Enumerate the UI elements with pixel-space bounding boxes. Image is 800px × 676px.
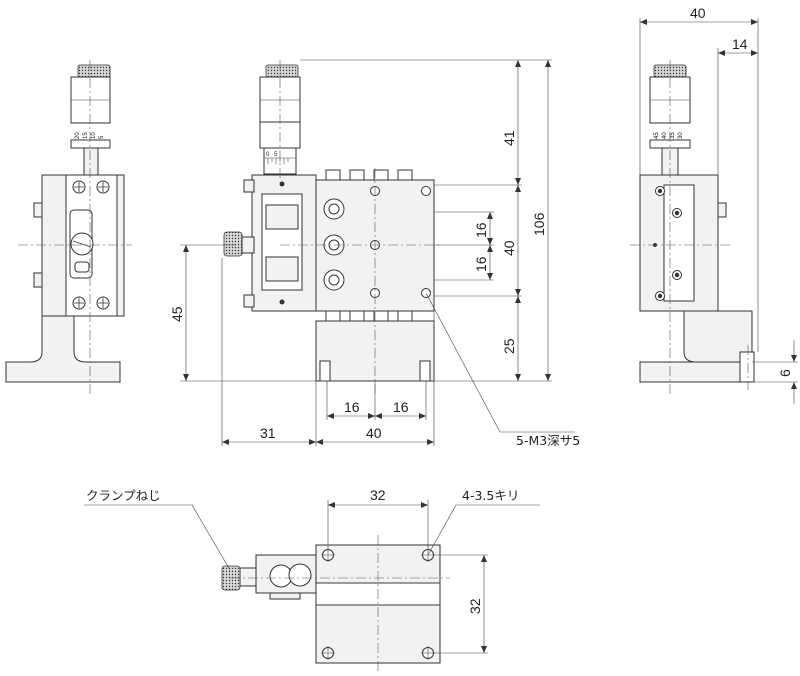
dim-micrometer-offset: 31 xyxy=(260,425,276,441)
front-view: 5 0 45 0 5 xyxy=(223,60,440,395)
dim-height-lower: 25 xyxy=(501,338,517,354)
scale-right-0: 45 xyxy=(654,132,660,139)
scale-left-0: 20 xyxy=(75,132,81,139)
dim-bottom-pitch-right: 16 xyxy=(393,399,409,415)
dim-side-offset: 14 xyxy=(732,36,748,52)
mount-holes-label: 4-3.5キリ xyxy=(462,488,519,503)
clamp-screw-label: クランプねじ xyxy=(86,488,161,503)
dim-hole-pitch-lower: 16 xyxy=(473,256,489,272)
scale-right-1: 40 xyxy=(662,132,668,139)
counterbore-holes xyxy=(323,198,345,291)
scale-left-3: 5 xyxy=(99,135,105,139)
tapped-holes-label: 5-M3深サ5 xyxy=(516,433,580,448)
left-screws xyxy=(72,180,110,310)
dim-side-width: 40 xyxy=(690,5,706,21)
micrometer-left: 20 15 10 5 xyxy=(70,64,111,176)
dim-top-pitch-x: 32 xyxy=(370,487,386,503)
dim-hole-pitch-upper: 16 xyxy=(473,222,489,238)
right-holes xyxy=(653,186,682,301)
left-side-view: 20 15 10 5 xyxy=(5,60,132,395)
dim-top-pitch-y: 32 xyxy=(467,598,483,614)
dim-bottom-pitch-left: 16 xyxy=(344,399,360,415)
dimension-lines xyxy=(84,18,798,654)
top-view xyxy=(221,535,450,672)
clamp-knob-front xyxy=(223,231,255,257)
dim-overall-height: 106 xyxy=(531,212,547,236)
dim-center-height: 45 xyxy=(169,306,185,322)
dimension-labels: 40 14 41 40 25 106 16 16 45 16 16 31 40 … xyxy=(86,5,793,614)
dim-height-stage: 40 xyxy=(501,240,517,256)
scale-left-1: 15 xyxy=(83,132,89,139)
scale-right-3: 30 xyxy=(678,132,684,139)
scale-right-2: 35 xyxy=(670,132,676,139)
dim-stage-width: 40 xyxy=(366,425,382,441)
scale-sleeve-1: 5 xyxy=(274,152,278,158)
dim-height-upper: 41 xyxy=(501,130,517,146)
left-base xyxy=(5,315,121,383)
right-side-view: 45 40 35 30 xyxy=(630,60,755,395)
dim-base-thickness: 6 xyxy=(777,369,793,377)
scale-sleeve-0: 0 xyxy=(266,152,270,158)
scale-left-2: 10 xyxy=(91,132,97,139)
